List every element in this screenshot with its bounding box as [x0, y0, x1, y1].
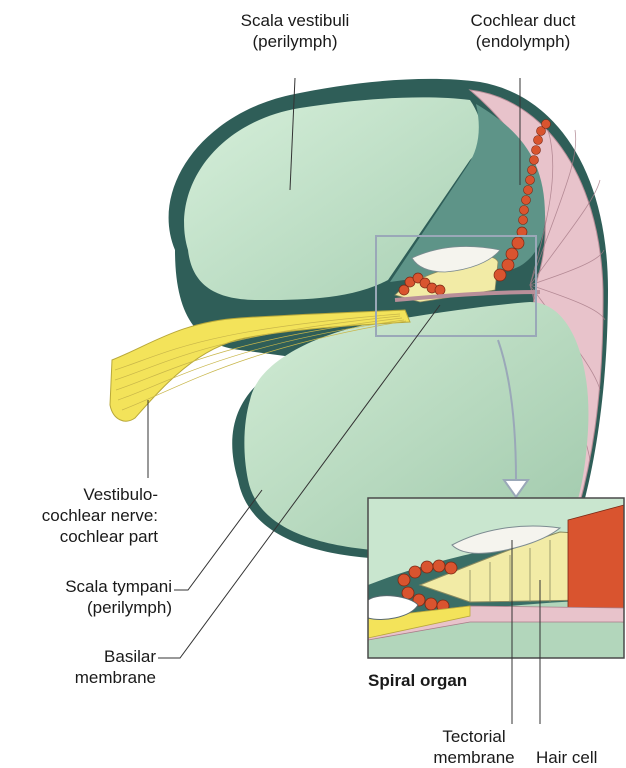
- label-cochlear-duct: Cochlear duct (endolymph): [448, 10, 598, 52]
- label-vestibulocochlear-nerve: Vestibulo- cochlear nerve: cochlear part: [10, 484, 158, 547]
- inset-title: Spiral organ: [368, 670, 467, 691]
- label-scala-vestibuli: Scala vestibuli (perilymph): [215, 10, 375, 52]
- inset-view: [368, 498, 624, 658]
- label-basilar-membrane: Basilar membrane: [10, 646, 156, 688]
- label-tectorial-membrane: Tectorial membrane: [424, 726, 524, 768]
- label-hair-cell: Hair cell: [536, 747, 597, 768]
- label-scala-tympani: Scala tympani (perilymph): [10, 576, 172, 618]
